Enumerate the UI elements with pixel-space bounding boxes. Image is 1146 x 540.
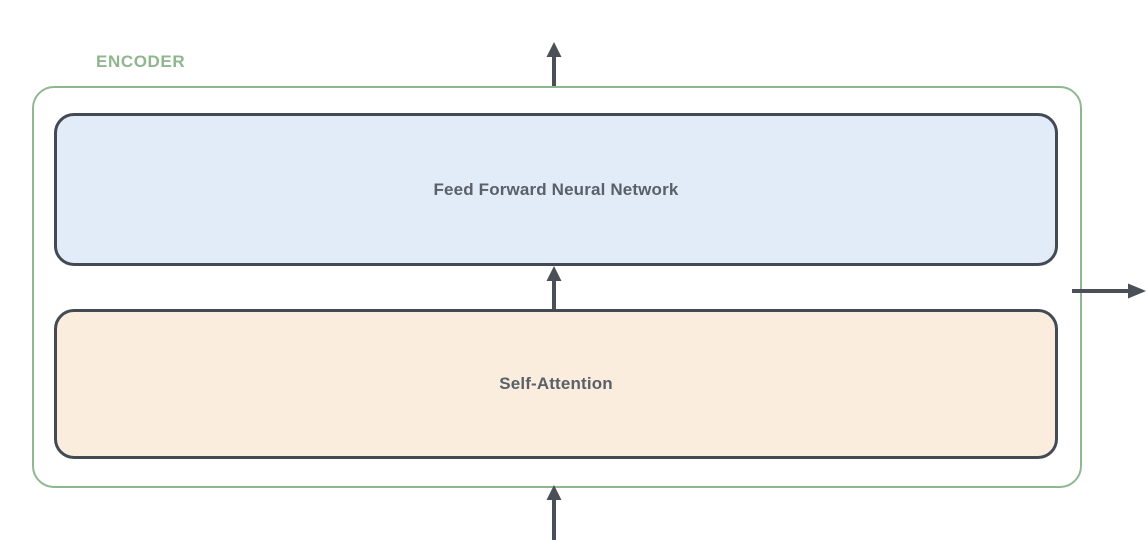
arrow-up-attention-to-ffnn-icon [540,266,568,312]
self-attention-label: Self-Attention [499,374,613,393]
self-attention-box[interactable]: Self-Attention [54,309,1058,459]
arrow-up-out-of-encoder-icon [540,42,568,90]
arrow-right-out-of-encoder-icon [1072,278,1146,304]
arrow-up-into-encoder-icon [540,485,568,540]
encoder-label: ENCODER [96,52,186,71]
feed-forward-neural-network-box[interactable]: Feed Forward Neural Network [54,113,1058,266]
feed-forward-neural-network-label: Feed Forward Neural Network [433,179,679,199]
